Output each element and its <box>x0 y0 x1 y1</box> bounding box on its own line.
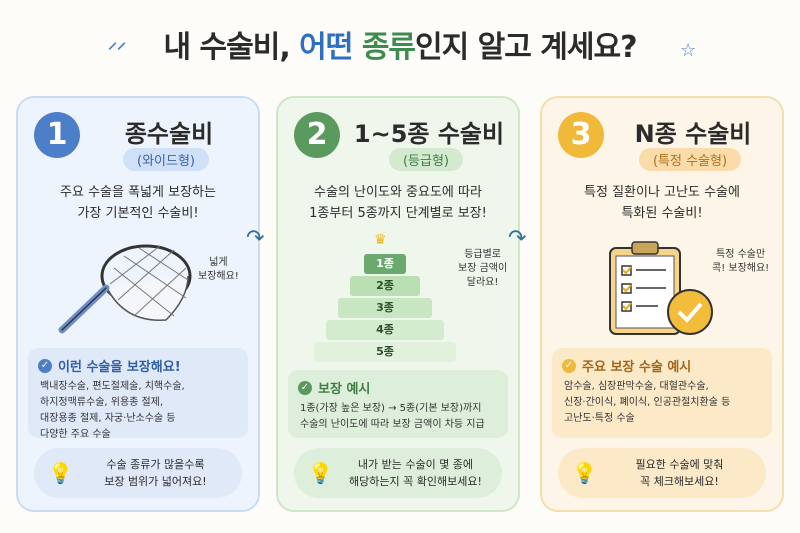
card-grade-type: 2 1~5종 수술비 (등급형) 수술의 난이도와 중요도에 따라 1종부터 5… <box>276 96 520 512</box>
card-number: 1 <box>34 112 80 158</box>
side-note: 등급별로 보장 금액이 달라요! <box>458 249 508 288</box>
card-title: 종수술비 <box>124 120 214 148</box>
coverage-box: ✓ 보장 예시 1종(가장 높은 보장) → 5종(기본 보장)까지 수술의 난이… <box>288 370 508 438</box>
tip-text: 내가 받는 수술이 몇 종에 해당하는지 꼭 확인해보세요! <box>349 458 482 488</box>
card-title: 1~5종 수술비 <box>353 120 505 148</box>
card-title: N종 수술비 <box>634 120 752 148</box>
arrow-icon: ↷ <box>246 226 265 251</box>
tip-bubble: 💡 수술 종류가 많을수록 보장 범위가 넓어져요! <box>34 448 242 498</box>
card-wide-type: 1 종수술비 (와이드형) 주요 수술을 폭넓게 보장하는 가장 기본적인 수술… <box>16 96 260 512</box>
level-2: 2종 <box>350 276 420 296</box>
coverage-box-body: 1종(가장 높은 보장) → 5종(기본 보장)까지 수술의 난이도에 따라 보… <box>300 403 485 430</box>
title-space <box>352 30 361 65</box>
coverage-box-body: 암수술, 심장판막수술, 대혈관수술, 신장·간이식, 폐이식, 인공관절치환술… <box>564 381 731 424</box>
lightbulb-icon: 💡 <box>572 461 597 485</box>
coverage-box: ✓ 주요 보장 수술 예시 암수술, 심장판막수술, 대혈관수술, 신장·간이식,… <box>552 348 772 438</box>
card-number: 3 <box>558 112 604 158</box>
tip-text: 필요한 수술에 맞춰 꼭 체크해보세요! <box>635 458 724 488</box>
page-title: 내 수술비, 어떤 종류인지 알고 계세요? <box>0 22 800 66</box>
card-description: 주요 수술을 폭넓게 보장하는 가장 기본적인 수술비! <box>60 185 216 221</box>
card-description: 특정 질환이나 고난도 수술에 특화된 수술비! <box>584 185 740 221</box>
check-icon: ✓ <box>562 358 576 373</box>
tip-text: 수술 종류가 많을수록 보장 범위가 넓어져요! <box>104 458 207 488</box>
arrow-icon: ↷ <box>508 226 527 251</box>
side-note: 넓게 보장해요! <box>198 257 239 282</box>
card-number: 2 <box>294 112 340 158</box>
title-highlight-1: 어떤 <box>299 30 353 65</box>
check-icon: ✓ <box>38 358 52 373</box>
crown-icon: ♛ <box>374 232 387 248</box>
level-4: 4종 <box>326 320 444 340</box>
checklist-icon <box>609 241 713 335</box>
card-type-pill: (와이드형) <box>123 148 209 171</box>
lightbulb-icon: 💡 <box>48 461 73 485</box>
star-icon: ☆ <box>680 40 697 61</box>
card-type-pill: (특정 수술형) <box>638 148 742 171</box>
coverage-box-header: ✓ 주요 보장 수술 예시 <box>562 356 762 375</box>
tip-bubble: 💡 필요한 수술에 맞춰 꼭 체크해보세요! <box>558 448 766 498</box>
coverage-box-header: ✓ 보장 예시 <box>298 378 498 397</box>
lightbulb-icon: 💡 <box>308 461 333 485</box>
title-text: 내 수술비, <box>163 30 300 65</box>
title-highlight-2: 종류 <box>361 30 416 65</box>
coverage-box-body: 백내장수술, 편도절제술, 치핵수술, 하지정맥류수술, 위용종 절제, 대장용… <box>40 381 185 440</box>
card-description: 수술의 난이도와 중요도에 따라 1종부터 5종까지 단계별로 보장! <box>309 185 487 221</box>
net-icon <box>58 244 192 334</box>
card-specific-type: 3 N종 수술비 (특정 수술형) 특정 질환이나 고난도 수술에 특화된 수술… <box>540 96 784 512</box>
level-1: 1종 <box>364 254 406 274</box>
sparkle-icon: ⸝⸝ <box>108 32 126 53</box>
coverage-box-title: 주요 보장 수술 예시 <box>582 360 692 375</box>
coverage-box-title: 보장 예시 <box>318 382 371 397</box>
check-icon: ✓ <box>298 380 312 395</box>
card-type-pill: (등급형) <box>388 148 464 171</box>
level-3: 3종 <box>338 298 432 318</box>
title-text-end: 인지 알고 계세요? <box>415 30 637 65</box>
coverage-box-header: ✓ 이런 수술을 보장해요! <box>38 356 238 375</box>
coverage-box-title: 이런 수술을 보장해요! <box>58 360 181 375</box>
tip-bubble: 💡 내가 받는 수술이 몇 종에 해당하는지 꼭 확인해보세요! <box>294 448 502 498</box>
side-note: 특정 수술만 콕! 보장해요! <box>712 249 770 274</box>
level-5: 5종 <box>314 342 456 362</box>
coverage-box: ✓ 이런 수술을 보장해요! 백내장수술, 편도절제술, 치핵수술, 하지정맥류수… <box>28 348 248 440</box>
